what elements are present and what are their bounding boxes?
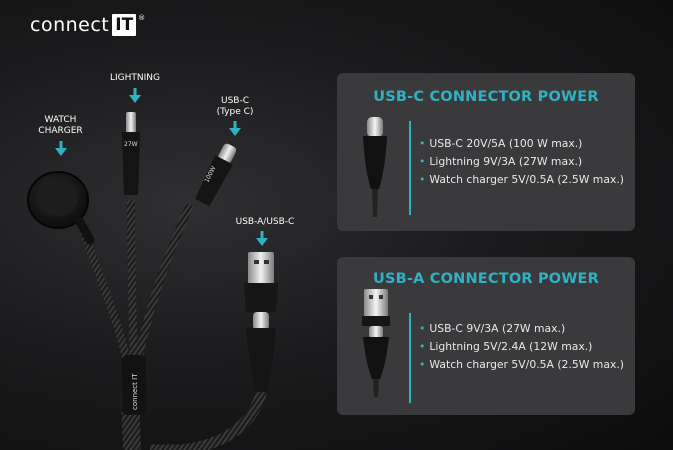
brand-logo: connect IT ®	[30, 14, 145, 36]
panel-spec-list: •USB-C 9V/3A (27W max.) •Lightning 5V/2.…	[419, 320, 624, 374]
lightning-plug	[126, 112, 136, 134]
cable-adapter	[150, 388, 268, 450]
panel-title: USB-C CONNECTOR POWER	[373, 89, 599, 105]
cable-lightning-branch	[127, 199, 138, 363]
usb-a-connector-icon	[362, 289, 390, 397]
label-lightning: LIGHTNING	[109, 73, 160, 83]
panel-title: USB-A CONNECTOR POWER	[373, 271, 599, 287]
adapter-usbc-plug	[253, 312, 269, 330]
cable-usbc-branch	[134, 203, 194, 363]
panel-divider	[409, 313, 411, 403]
cable-illustration: connect IT 27W 100W	[27, 112, 278, 450]
brand-word: connect	[30, 14, 110, 36]
list-item: •Watch charger 5V/0.5A (2.5W max.)	[419, 358, 624, 371]
down-arrow-icon	[55, 141, 67, 157]
list-item: •Lightning 9V/3A (27W max.)	[419, 155, 583, 168]
adapter-housing	[244, 283, 278, 312]
down-arrow-icon	[229, 121, 241, 137]
brand-box: IT	[112, 14, 137, 36]
panel-divider	[409, 121, 411, 215]
label-usbc: USB-C (Type C)	[216, 96, 254, 117]
adapter-lower-housing	[246, 328, 276, 392]
lightning-housing	[122, 132, 140, 195]
label-usba-usbc: USB-A/USB-C	[235, 217, 295, 227]
usbc-plug	[218, 143, 237, 164]
list-item: •USB-C 9V/3A (27W max.)	[419, 322, 566, 335]
cable-watch-branch	[80, 230, 132, 366]
usbc-power-panel: USB-C CONNECTOR POWER •USB-C 20V/5A (100…	[337, 73, 635, 231]
splitter-body	[122, 355, 146, 415]
brand-registered: ®	[138, 14, 146, 22]
down-arrow-icon	[129, 88, 141, 104]
usb-c-connector-icon	[363, 117, 387, 217]
usba-plug	[248, 252, 274, 284]
label-watch-charger: WATCH CHARGER	[38, 115, 83, 136]
svg-text:27W: 27W	[124, 141, 138, 148]
list-item: •Watch charger 5V/0.5A (2.5W max.)	[419, 173, 624, 186]
list-item: •Lightning 5V/2.4A (12W max.)	[419, 340, 593, 353]
panel-spec-list: •USB-C 20V/5A (100 W max.) •Lightning 9V…	[419, 135, 624, 189]
list-item: •USB-C 20V/5A (100 W max.)	[419, 137, 583, 150]
splitter-brand: connect IT	[131, 373, 139, 410]
down-arrow-icon	[256, 231, 268, 247]
usba-power-panel: USB-A CONNECTOR POWER •USB-C 9V/3A (27W …	[337, 257, 635, 415]
usbc-housing	[195, 155, 234, 207]
